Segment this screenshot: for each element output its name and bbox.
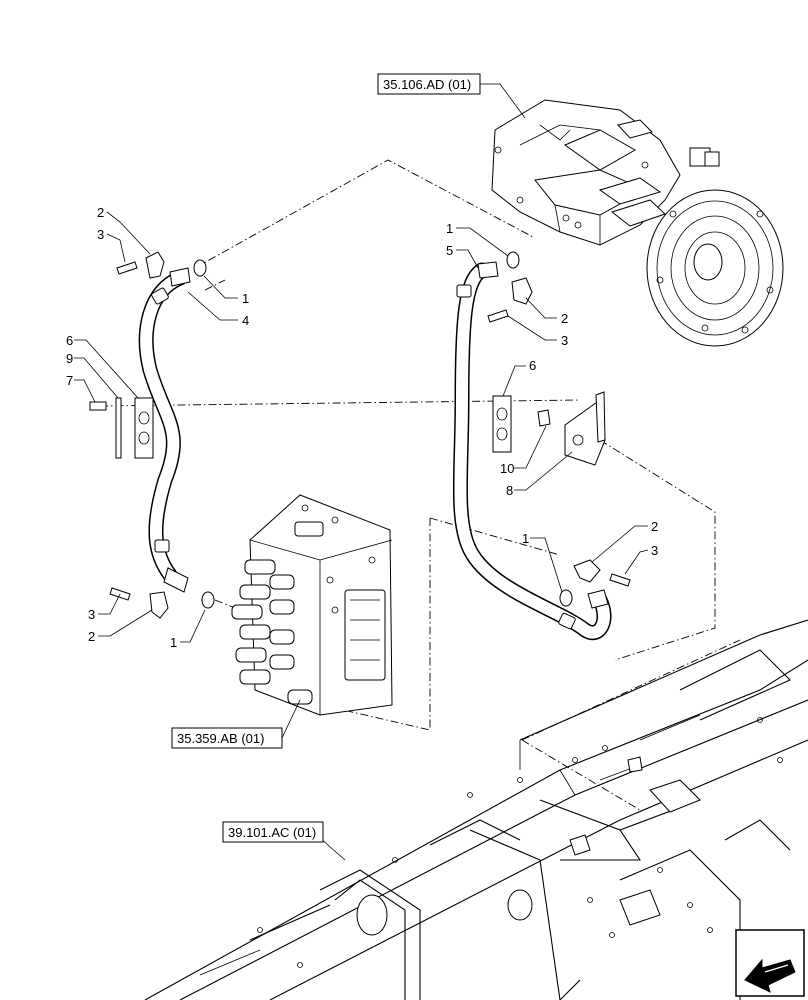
callout-left-clamp-block: 6 xyxy=(66,333,73,348)
control-valve xyxy=(231,494,393,716)
pump-reference-label: 35.106.AD (01) xyxy=(383,77,471,92)
left-hose-hardware xyxy=(89,251,215,619)
right-hose-hardware xyxy=(487,251,631,607)
callout-right-hose: 5 xyxy=(446,243,453,258)
callout-right-clamp-half-top: 2 xyxy=(561,311,568,326)
callout-right-bolt-top: 3 xyxy=(561,333,568,348)
upper-frame xyxy=(144,619,808,1000)
leader-lines xyxy=(74,211,649,643)
callout-left-bolt-top: 3 xyxy=(97,227,104,242)
callout-right-bracket-bolt: 10 xyxy=(500,461,514,476)
callout-labels: 2 3 1 4 6 9 7 3 2 1 1 5 2 3 6 10 8 1 2 3 xyxy=(66,205,658,650)
callout-right-clamp-block: 6 xyxy=(529,358,536,373)
hose-left xyxy=(138,267,191,593)
callout-left-bracket-bolt: 7 xyxy=(66,373,73,388)
hose-right xyxy=(452,261,612,640)
orientation-arrow-icon xyxy=(735,929,805,997)
callout-left-oring-bottom: 1 xyxy=(170,635,177,650)
callout-left-clamp-half-bottom: 2 xyxy=(88,629,95,644)
callout-right-clamp-half-bottom: 2 xyxy=(651,519,658,534)
control-valve-reference-label: 35.359.AB (01) xyxy=(177,731,264,746)
assembly-lines xyxy=(99,159,741,811)
callout-right-bolt-bottom: 3 xyxy=(651,543,658,558)
callout-right-bracket: 8 xyxy=(506,483,513,498)
callout-left-clamp-half-top: 2 xyxy=(97,205,104,220)
callout-left-oring-top: 1 xyxy=(242,291,249,306)
frame-reference-label: 39.101.AC (01) xyxy=(228,825,316,840)
callout-right-oring-bottom: 1 xyxy=(522,531,529,546)
callout-right-oring-top: 1 xyxy=(446,221,453,236)
callout-left-plate: 9 xyxy=(66,351,73,366)
callout-left-hose: 4 xyxy=(242,313,249,328)
hydraulic-pump xyxy=(491,99,784,347)
callout-left-bolt-bottom: 3 xyxy=(88,607,95,622)
